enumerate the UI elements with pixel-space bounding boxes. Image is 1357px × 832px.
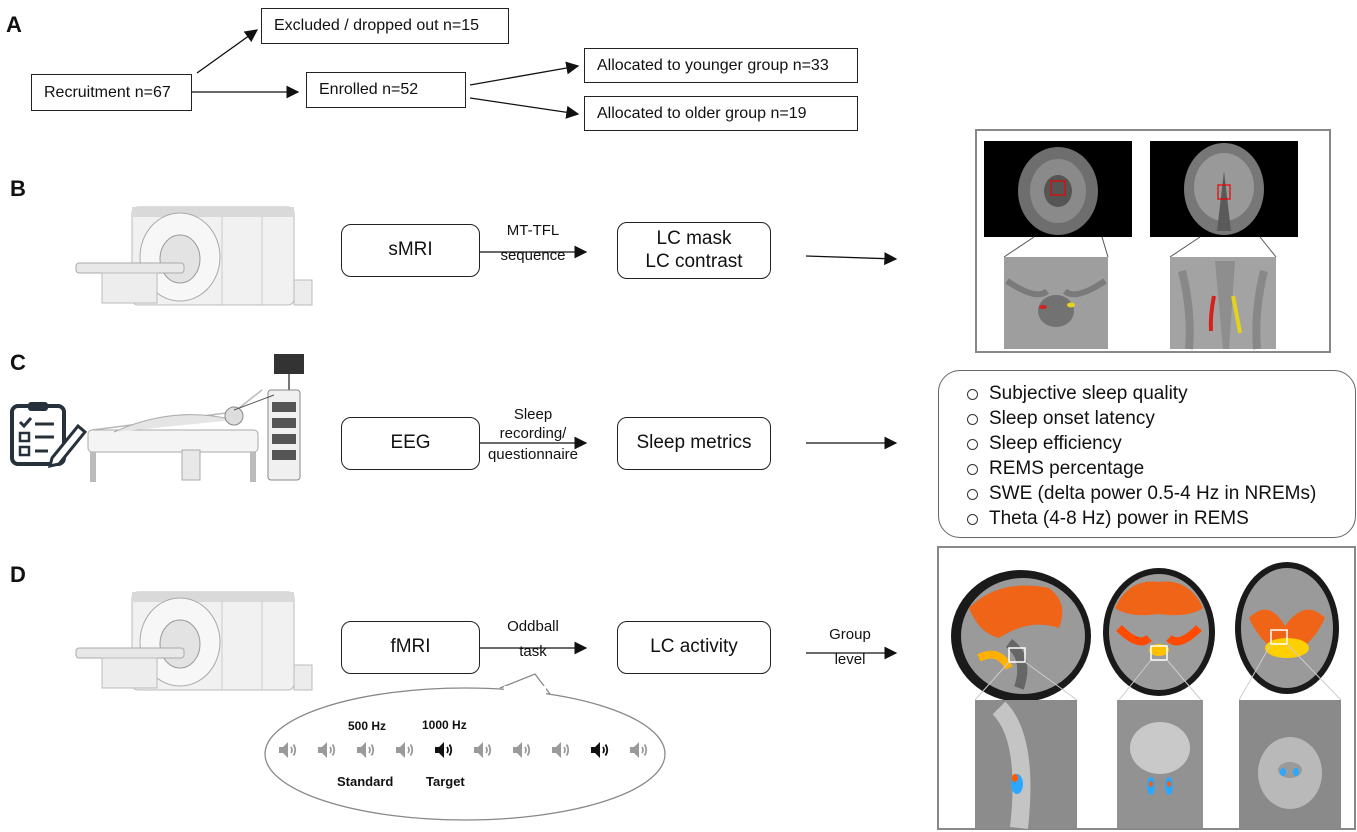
tone-sequence [270, 732, 660, 768]
eeg-arrow-label: Sleep recording/ questionnaire [472, 406, 594, 464]
lc-mask-box: LC mask LC contrast [617, 222, 771, 279]
standard-tone-speaker-icon [552, 742, 570, 758]
lc-mask-label: LC mask [656, 227, 732, 249]
fmri-arrow-label: Oddball task [480, 618, 586, 662]
smri-arrow-label: MT-TFL sequence [480, 222, 586, 266]
group-level-line2: level [834, 650, 866, 668]
eeg-arrow-label-line1: Sleep [513, 406, 553, 423]
oddball-bubble [264, 673, 666, 821]
standard-frequency-label: 500 Hz [348, 719, 387, 733]
eeg-box: EEG [341, 417, 480, 470]
panel-label-d: D [10, 562, 26, 587]
standard-tone-speaker-icon [630, 742, 648, 758]
sleep-metrics-list: Subjective sleep quality Sleep onset lat… [967, 381, 1355, 531]
standard-tone-speaker-icon [513, 742, 531, 758]
sleep-metric-item: Theta (4-8 Hz) power in REMS [967, 506, 1355, 531]
lc-activity-box: LC activity [617, 621, 771, 674]
eeg-label: EEG [390, 432, 431, 454]
eeg-arrow-label-line3: questionnaire [487, 445, 579, 463]
smri-arrow-label-line1: MT-TFL [506, 222, 560, 239]
older-group-box: Allocated to older group n=19 [584, 96, 858, 131]
group-level-label: Group level [810, 626, 890, 670]
sleep-metric-item: Sleep onset latency [967, 406, 1355, 431]
fmri-box: fMRI [341, 621, 480, 674]
standard-tone-speaker-icon [279, 742, 297, 758]
smri-label: sMRI [388, 239, 433, 261]
lc-contrast-label: LC contrast [645, 250, 743, 272]
lc-left-mask [1039, 305, 1047, 309]
eeg-arrow-label-line2: recording/ [499, 424, 567, 442]
lc-activity-image-panel [937, 546, 1356, 830]
enrolled-box: Enrolled n=52 [306, 72, 466, 108]
lc-left-coronal-mask [1208, 295, 1216, 332]
standard-tone-label: Standard [337, 774, 394, 789]
fmri-label: fMRI [390, 636, 431, 658]
mri-scanner-icon [75, 206, 313, 306]
mri-scanner-icon [75, 591, 313, 691]
excluded-box: Excluded / dropped out n=15 [261, 8, 509, 44]
standard-tone-speaker-icon [318, 742, 336, 758]
group-activation-figure [951, 562, 1342, 829]
lc-mask-figure [984, 141, 1298, 350]
lc-mask-image-panel [975, 129, 1331, 353]
panel-label-c: C [10, 350, 26, 375]
sleep-metric-item: REMS percentage [967, 456, 1355, 481]
questionnaire-icon [10, 402, 88, 468]
lc-activity-label: LC activity [650, 636, 738, 658]
standard-tone-speaker-icon [396, 742, 414, 758]
standard-tone-speaker-icon [474, 742, 492, 758]
target-frequency-label: 1000 Hz [422, 718, 467, 732]
arrow-mask-images [805, 252, 898, 266]
arrow-enrolled-older [469, 97, 580, 119]
sleep-lab-bed-icon [87, 354, 304, 482]
group-level-line1: Group [829, 626, 871, 643]
panel-label-b: B [10, 176, 26, 201]
lc-right-mask [1067, 302, 1075, 308]
arrow-recruit-excluded [196, 29, 259, 74]
sleep-metrics-list-box: Subjective sleep quality Sleep onset lat… [938, 370, 1356, 538]
sleep-metric-item: Subjective sleep quality [967, 381, 1355, 406]
younger-group-box: Allocated to younger group n=33 [584, 48, 858, 83]
target-tone-label: Target [426, 774, 465, 789]
fmri-arrow-label-line2: task [519, 642, 547, 660]
sleep-metrics-box: Sleep metrics [617, 417, 771, 470]
arrow-enrolled-younger [469, 61, 580, 86]
target-tone-speaker-icon [591, 742, 609, 758]
smri-arrow-label-line2: sequence [500, 246, 566, 264]
recruitment-box: Recruitment n=67 [31, 74, 192, 111]
target-tone-speaker-icon [435, 742, 453, 758]
sleep-metric-item: SWE (delta power 0.5-4 Hz in NREMs) [967, 481, 1355, 506]
smri-box: sMRI [341, 224, 480, 277]
sleep-metrics-label: Sleep metrics [636, 432, 752, 454]
standard-tone-speaker-icon [357, 742, 375, 758]
lc-right-coronal-mask [1231, 295, 1242, 334]
sleep-metric-item: Sleep efficiency [967, 431, 1355, 456]
fmri-arrow-label-line1: Oddball [507, 618, 559, 635]
panel-label-a: A [6, 12, 22, 37]
